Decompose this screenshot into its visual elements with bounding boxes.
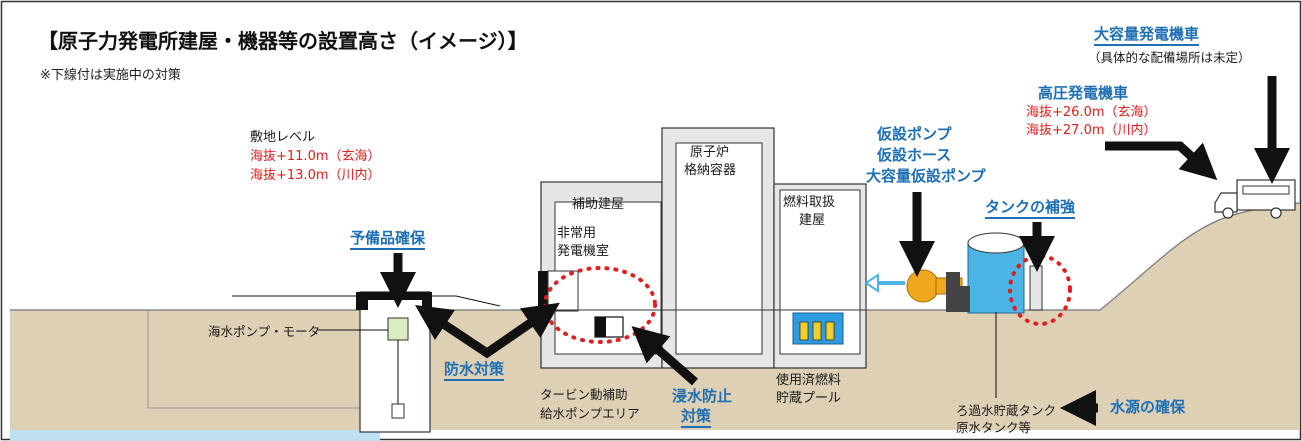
waterproof-arrow — [415, 302, 560, 359]
high-voltage-car-genkai: 海抜+26.0m（玄海） — [1026, 105, 1157, 120]
spent-fuel-pool-label-1: 使用済燃料 — [776, 373, 842, 388]
emergency-gen-label-1: 非常用 — [557, 226, 597, 241]
turbine-pump-label-2: 給水ポンプエリア — [540, 406, 640, 421]
turbine-pump-seal — [595, 317, 606, 337]
measure-spare-parts: 予備品確保 — [350, 229, 426, 250]
measure-temp-pump: 仮設ポンプ — [877, 125, 952, 143]
reactor-label-2: 格納容器 — [684, 163, 737, 178]
fuel-assembly — [825, 321, 835, 341]
seawater-pump-motor — [387, 317, 409, 341]
large-car-label: 大容量発電機車 — [1094, 25, 1200, 46]
tank-label-1: ろ過水貯蔵タンク — [956, 403, 1057, 418]
high-voltage-generator-truck — [1214, 179, 1296, 219]
fuel-building-label-2: 建屋 — [799, 213, 826, 228]
tank-highlight-circle — [1008, 254, 1072, 326]
fuel-building-label-1: 燃料取扱 — [783, 195, 836, 210]
measure-temp-hose: 仮設ホース — [877, 146, 952, 164]
measure-arrows — [380, 76, 1290, 426]
high-voltage-car-label: 高圧発電機車 — [1038, 84, 1129, 102]
fuel-assembly — [812, 321, 822, 341]
high-voltage-arrow — [1105, 141, 1218, 181]
measure-water-source: 水源の確保 — [1110, 398, 1186, 416]
temp-hose-arrowhead — [864, 273, 879, 293]
spent-fuel-pool-label-2: 貯蔵プール — [776, 391, 842, 406]
emergency-gen-label-2: 発電機室 — [557, 244, 610, 259]
flood-prevention-arrow — [631, 326, 698, 386]
measure-large-temp-pump: 大容量仮設ポンプ — [866, 167, 986, 185]
site-level-leader — [232, 295, 501, 307]
measure-waterproof: 防水対策 — [444, 360, 505, 381]
underline-note: ※下線付は実施中の対策 — [40, 68, 181, 83]
measure-flood-1: 浸水防止 — [672, 387, 733, 405]
measure-flood-2: 対策 — [681, 407, 712, 428]
aux-door-seal — [538, 271, 549, 313]
tank-top — [967, 232, 1025, 254]
aux-building-label: 補助建屋 — [572, 197, 625, 212]
site-level-genkai: 海抜+11.0m（玄海） — [250, 149, 381, 164]
reactor-label-1: 原子炉 — [690, 145, 730, 160]
turbine-pump-label-1: タービン動補助 — [540, 387, 628, 402]
page-title: 【原子力発電所建屋・機器等の設置高さ（イメージ）】 — [38, 29, 528, 53]
temp-pump — [906, 269, 940, 303]
measure-tank-reinforce: タンクの補強 — [985, 198, 1076, 219]
pump-impeller — [391, 403, 405, 419]
seawater-pump-label: 海水ポンプ・モータ — [208, 324, 321, 339]
filtered-water-tank — [967, 242, 1025, 314]
tank-label-2: 原水タンク等 — [956, 420, 1032, 435]
pump-mount — [946, 272, 960, 312]
site-level-label: 敷地レベル — [250, 130, 316, 145]
tank-reinforcement-post — [1029, 265, 1043, 311]
high-voltage-car-sendai: 海抜+27.0m（川内） — [1026, 123, 1157, 138]
large-car-sub: （具体的な配備場所は未定） — [1088, 50, 1251, 65]
tank-support-left — [960, 286, 970, 312]
reactor-containment-interior — [675, 142, 763, 355]
site-level-sendai: 海抜+13.0m（川内） — [250, 168, 381, 183]
fuel-assembly — [799, 321, 809, 341]
